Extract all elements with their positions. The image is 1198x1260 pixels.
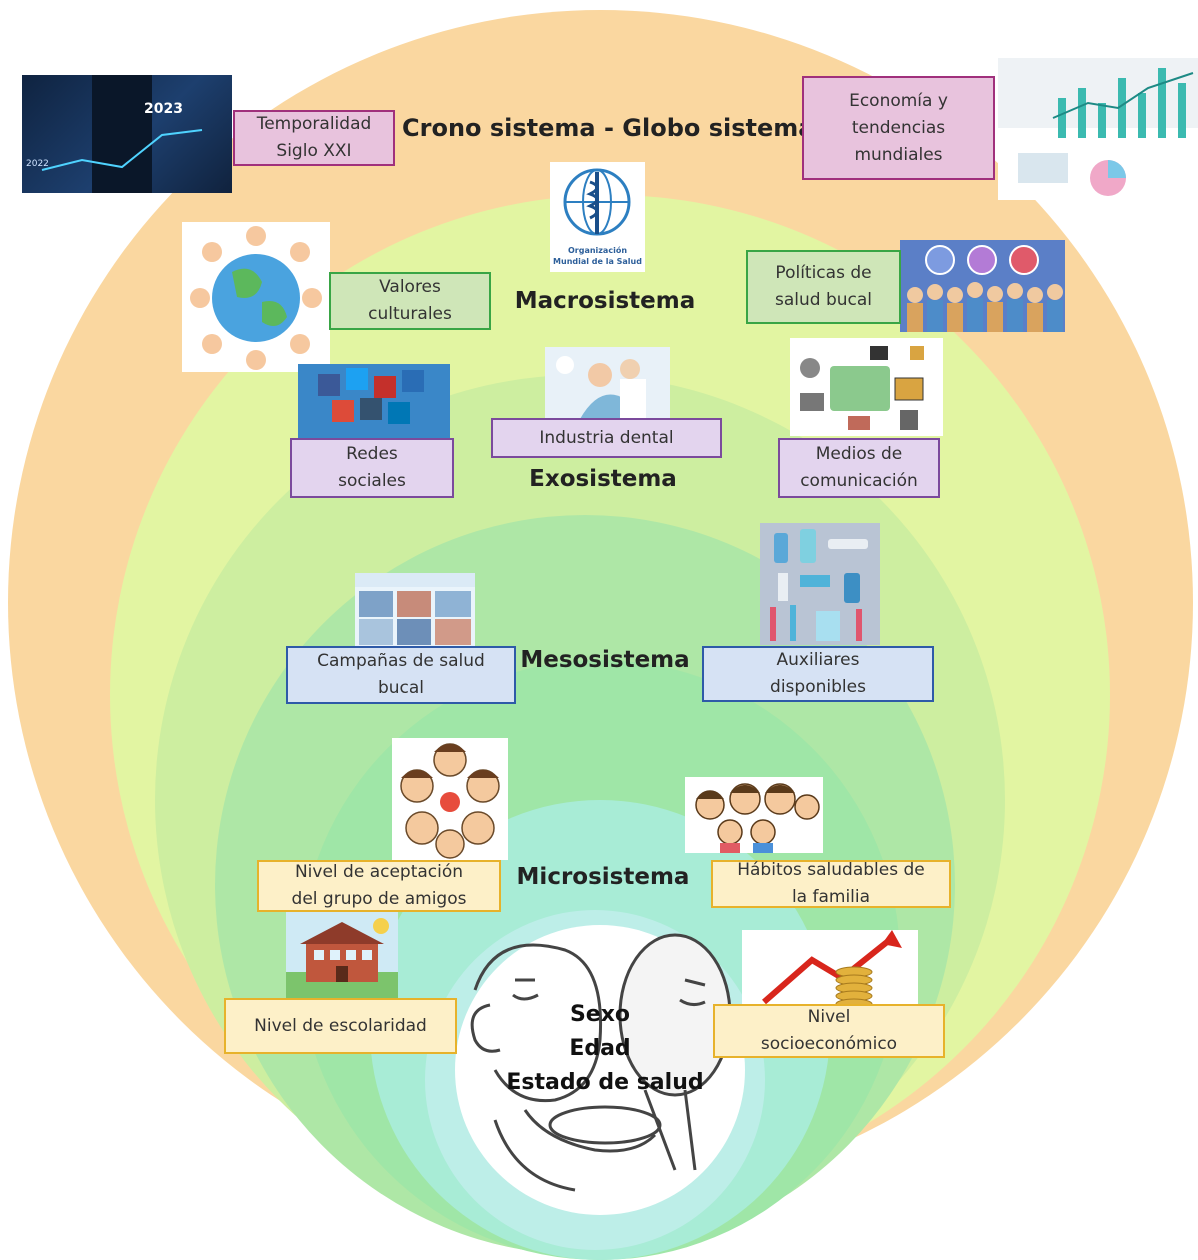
- calendar-prev-year-label: 2022: [26, 159, 49, 169]
- core-edad: Edad: [569, 1036, 631, 1061]
- dental-clinic-icon: [545, 347, 670, 419]
- redes-line1: Redes: [346, 444, 398, 464]
- politicas-line2: salud bucal: [774, 290, 873, 310]
- aceptacion-line1: Nivel de aceptación: [294, 862, 464, 882]
- auxiliares-line2: disponibles: [770, 677, 866, 697]
- campanas-line1: Campañas de salud: [317, 651, 485, 671]
- socioeconomico-line2: socioeconómico: [760, 1034, 898, 1054]
- oms-logo-icon: Organización Mundial de la Salud: [550, 162, 645, 272]
- escolaridad-box: Nivel de escolaridad: [224, 998, 457, 1054]
- medios-line2: comunicación: [800, 471, 918, 491]
- economia-line2: tendencias: [851, 117, 946, 138]
- redes-line2: sociales: [338, 471, 406, 491]
- temporalidad-line1: Temporalidad: [256, 114, 372, 134]
- calendar-year-label: 2023: [144, 101, 183, 117]
- socioeconomico-line1: Nivel: [807, 1007, 851, 1027]
- meso-title: Mesosistema: [520, 647, 690, 673]
- habitos-box: Hábitos saludables de la familia: [711, 860, 951, 908]
- escolaridad-label: Nivel de escolaridad: [254, 1015, 427, 1036]
- campanas-box: Campañas de salud bucal: [286, 646, 516, 704]
- oms-name-line2: Mundial de la Salud: [553, 257, 642, 266]
- socioeconomico-box: Nivel socioeconómico: [713, 1004, 945, 1058]
- economia-box: Economía y tendencias mundiales: [802, 76, 995, 180]
- aceptacion-line2: del grupo de amigos: [291, 889, 467, 909]
- core-estado-salud: Estado de salud: [506, 1070, 704, 1095]
- industria-label: Industria dental: [539, 427, 674, 448]
- valores-line1: Valores: [379, 277, 441, 297]
- media-icon: [790, 338, 943, 436]
- core-sexo: Sexo: [569, 1002, 631, 1027]
- macro-title: Macrosistema: [514, 288, 696, 314]
- medios-box: Medios de comunicación: [778, 438, 940, 498]
- economia-line3: mundiales: [854, 144, 943, 165]
- oms-name-line1: Organización: [567, 246, 628, 255]
- politicas-box: Políticas de salud bucal: [746, 250, 901, 324]
- exo-title: Exosistema: [529, 466, 677, 492]
- calendar-2023-icon: 2023 2022: [22, 75, 232, 193]
- school-icon: [286, 912, 398, 998]
- habitos-line2: la familia: [791, 887, 871, 907]
- temporalidad-line2: Siglo XXI: [276, 141, 352, 161]
- auxiliares-line1: Auxiliares: [776, 650, 860, 670]
- social-media-icon: [298, 364, 450, 440]
- friends-icon: [392, 738, 508, 860]
- aceptacion-box: Nivel de aceptación del grupo de amigos: [257, 860, 501, 912]
- crono-title: Crono sistema - Globo sistema: [402, 114, 815, 142]
- people-icon: [900, 240, 1065, 332]
- economia-line1: Economía y: [849, 90, 948, 111]
- growth-arrow-icon: [742, 930, 918, 1010]
- valores-box: Valores culturales: [329, 272, 491, 330]
- campaign-photo-icon: [355, 573, 475, 647]
- industria-box: Industria dental: [491, 418, 722, 458]
- politicas-line1: Políticas de: [775, 263, 872, 283]
- redes-box: Redes sociales: [290, 438, 454, 498]
- campanas-line2: bucal: [377, 678, 425, 698]
- habitos-line1: Hábitos saludables de: [737, 860, 925, 880]
- finance-chart-icon: [998, 58, 1198, 200]
- oral-hygiene-icon: [760, 523, 880, 645]
- medios-line1: Medios de: [815, 444, 903, 464]
- family-icon: [685, 777, 823, 853]
- auxiliares-box: Auxiliares disponibles: [702, 646, 934, 702]
- valores-line2: culturales: [368, 304, 452, 324]
- world-children-icon: [182, 222, 330, 372]
- micro-title: Microsistema: [516, 864, 690, 890]
